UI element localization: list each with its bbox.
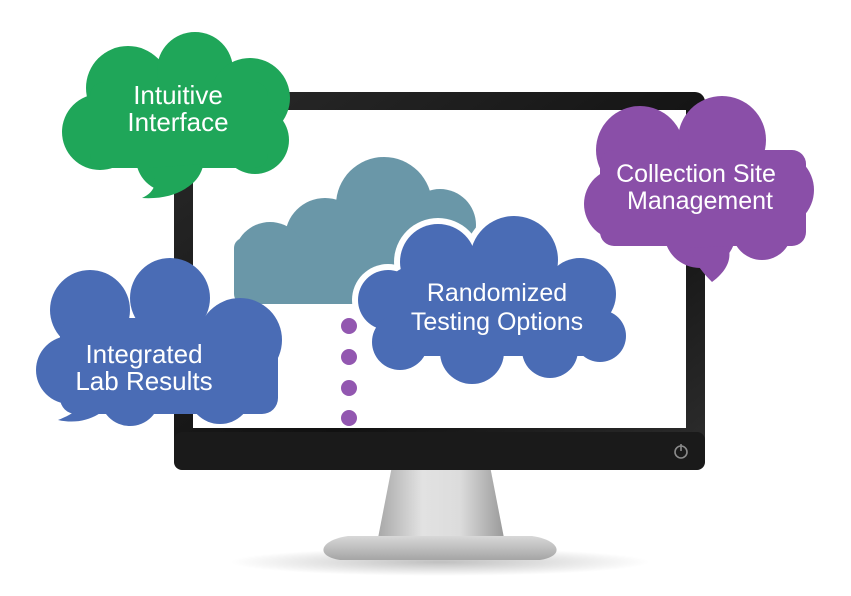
monitor-chin bbox=[174, 432, 705, 470]
stand-base bbox=[323, 536, 557, 560]
intuitive-line1: Intuitive bbox=[133, 80, 223, 110]
connector-dot bbox=[341, 349, 357, 365]
collection-line1: Collection Site bbox=[616, 160, 776, 188]
randomized-testing-cloud: Randomized Testing Options bbox=[352, 210, 632, 390]
integrated-lab-bubble: Integrated Lab Results bbox=[36, 258, 282, 426]
stand-neck bbox=[378, 466, 504, 538]
connector-dots bbox=[341, 318, 357, 426]
connector-dot bbox=[341, 410, 357, 426]
collection-line2: Management bbox=[627, 187, 773, 215]
collection-site-bubble: Collection Site Management bbox=[584, 96, 814, 282]
integrated-line2: Lab Results bbox=[75, 366, 212, 396]
power-icon[interactable] bbox=[674, 444, 688, 459]
connector-dot bbox=[341, 318, 357, 334]
connector-dot bbox=[341, 380, 357, 396]
randomized-line1: Randomized bbox=[427, 279, 567, 307]
monitor-stand bbox=[230, 466, 650, 576]
integrated-line1: Integrated bbox=[85, 339, 202, 369]
intuitive-line2: Interface bbox=[127, 107, 228, 137]
randomized-line2: Testing Options bbox=[411, 308, 583, 336]
intuitive-interface-bubble: Intuitive Interface bbox=[62, 32, 290, 199]
